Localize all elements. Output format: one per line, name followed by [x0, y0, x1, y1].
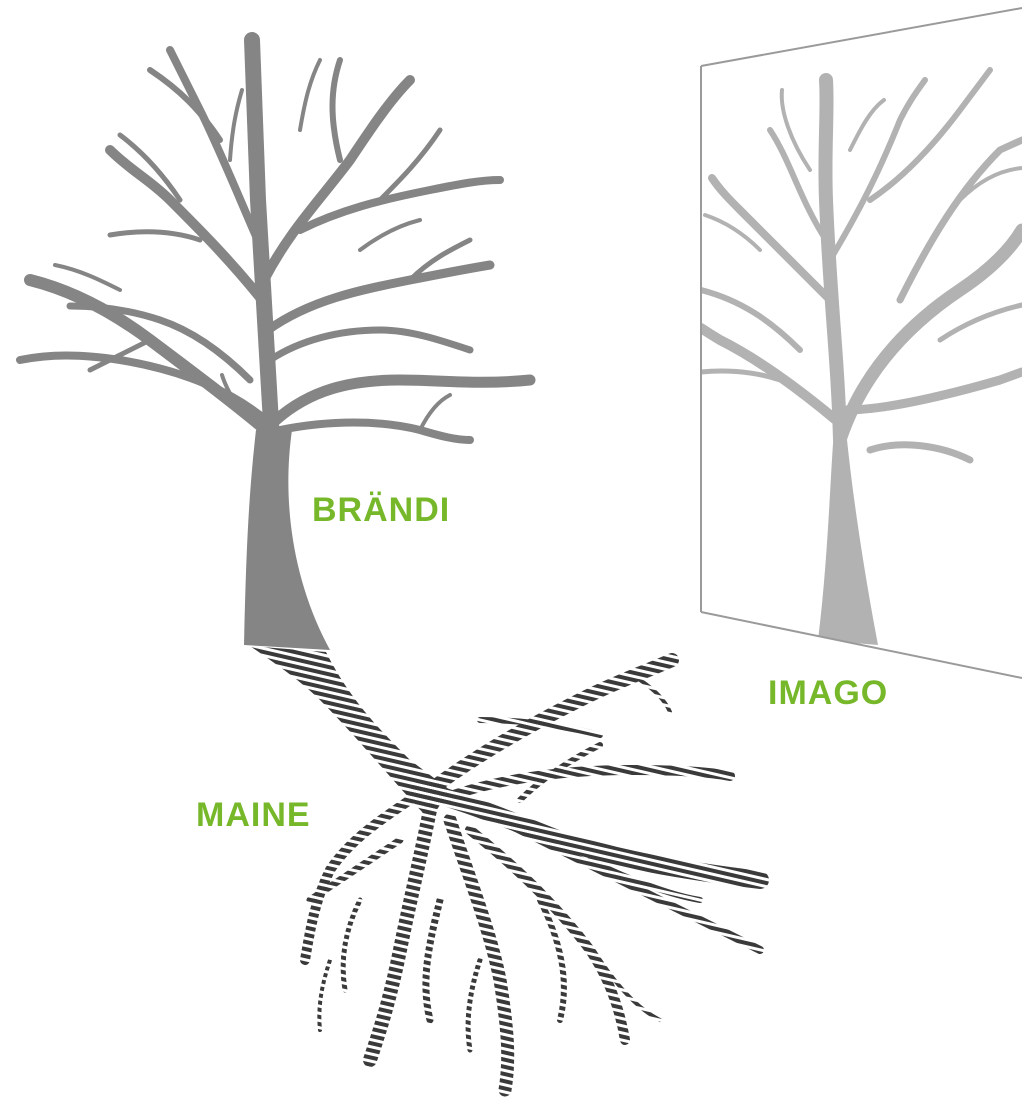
tree-roots [250, 646, 760, 1090]
brandi-label: BRÄNDI [312, 493, 450, 527]
tree-crown [20, 40, 530, 650]
maine-label: MAINE [196, 798, 311, 832]
mirror-tree [701, 70, 1022, 645]
imago-label: IMAGO [768, 676, 888, 710]
mirror-panel [701, 8, 1022, 678]
